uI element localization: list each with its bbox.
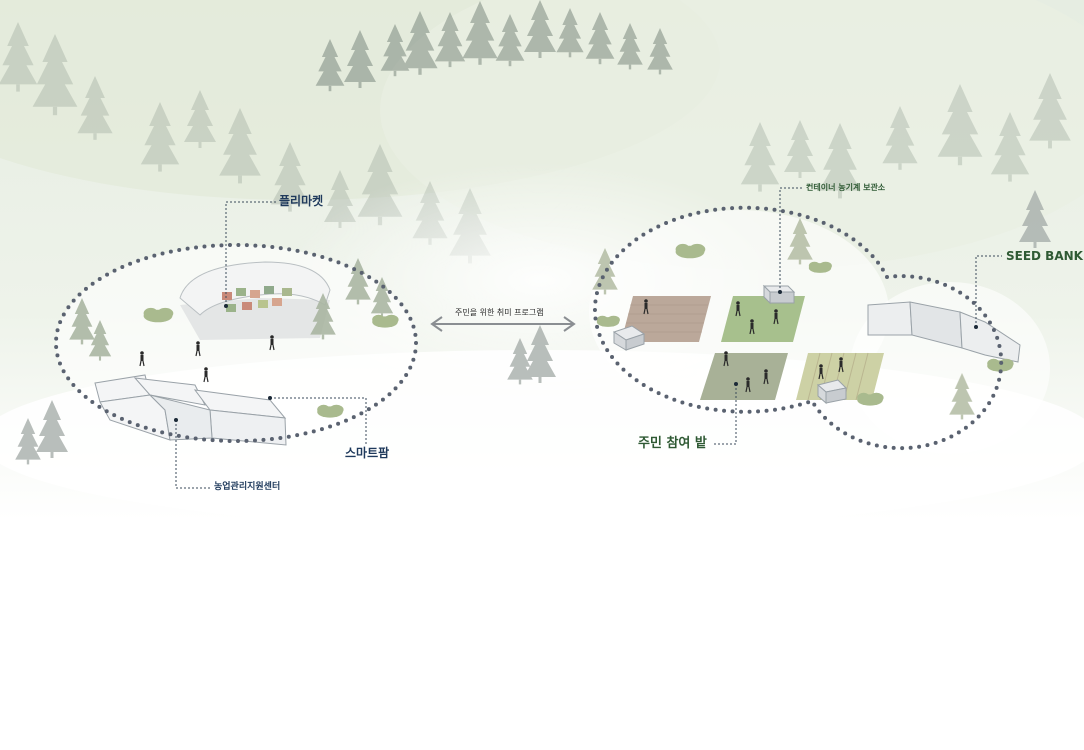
left-zone: [54, 243, 418, 446]
flea-market-label: 플리마켓: [279, 194, 324, 208]
plaza: [180, 298, 330, 340]
hobby-program-label: 주민을 위한 취미 프로그램: [455, 308, 544, 317]
flea-market-canopy: [179, 261, 331, 316]
double-arrow-icon: [430, 316, 576, 332]
seed-bank-label: SEED BANK: [1006, 249, 1083, 263]
right-zone-outline: [592, 205, 1004, 451]
seed-bank-building: [867, 301, 1021, 363]
resident-field-label: 주민 참여 밭: [638, 436, 707, 451]
smart-farm-building: [94, 374, 287, 446]
right-zone: [589, 205, 1050, 454]
market-stalls: [222, 286, 292, 312]
left-zone-outline: [54, 243, 418, 443]
container-storage-label: 컨테이너 농기계 보관소: [806, 183, 886, 192]
smart-farm-label: 스마트팜: [345, 446, 390, 460]
leader-lines: [175, 187, 1002, 489]
farm-support-center-label: 농업관리지원센터: [214, 482, 281, 492]
container-boxes: [612, 284, 848, 405]
resident-fields: [621, 296, 884, 401]
